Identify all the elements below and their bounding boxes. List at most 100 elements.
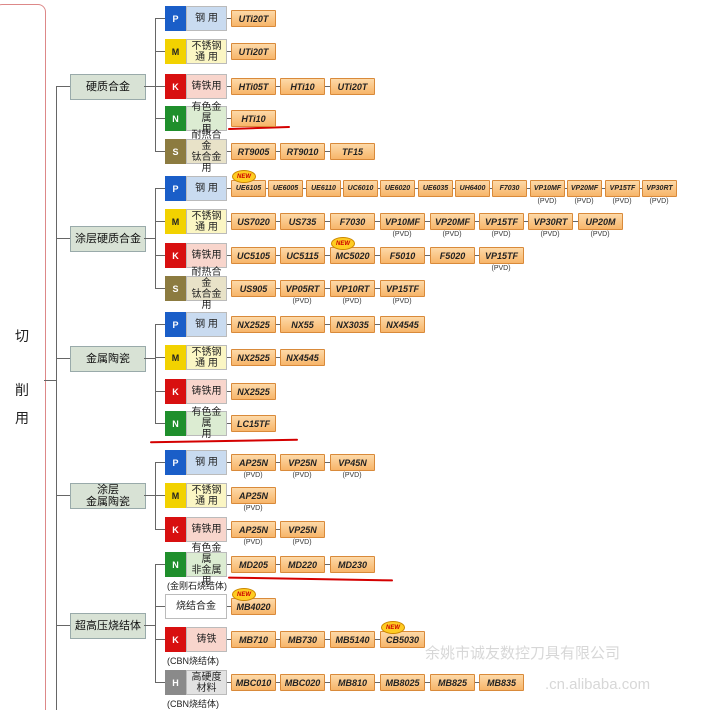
grade-connector bbox=[602, 188, 605, 189]
grade-chip: MB825 bbox=[430, 674, 475, 691]
root-char-2: 削 bbox=[15, 382, 29, 398]
grade-connector bbox=[266, 188, 268, 189]
row-connector bbox=[155, 118, 165, 119]
iso-code-N: N bbox=[165, 552, 186, 577]
grade-chip: F7030 bbox=[330, 213, 375, 230]
pvd-label: (PVD) bbox=[574, 198, 594, 205]
grade-connector bbox=[325, 564, 330, 565]
grade-chip: VP25N bbox=[280, 454, 325, 471]
category-box: 涂层硬质合金 bbox=[70, 226, 146, 252]
row-connector bbox=[155, 564, 165, 565]
grade-connector bbox=[276, 255, 280, 256]
row-connector bbox=[227, 151, 231, 152]
grade-connector bbox=[325, 682, 330, 683]
grade-connector bbox=[325, 221, 330, 222]
material-label: 钢 用 bbox=[186, 450, 227, 475]
grade-chip: US735 bbox=[280, 213, 325, 230]
row-connector bbox=[155, 86, 165, 87]
row-connector bbox=[227, 51, 231, 52]
grade-chip: AP25N bbox=[231, 454, 276, 471]
row-connector bbox=[227, 529, 231, 530]
grade-connector bbox=[276, 682, 280, 683]
row-connector bbox=[155, 682, 165, 683]
grade-chip: HTi10 bbox=[231, 110, 276, 127]
grade-chip: VP15TF bbox=[479, 247, 524, 264]
grade-chip: UP20M bbox=[578, 213, 623, 230]
pvd-label: (PVD) bbox=[442, 231, 462, 238]
grade-chip: AP25N bbox=[231, 487, 276, 504]
grade-connector bbox=[475, 682, 479, 683]
pvd-label: (PVD) bbox=[491, 265, 511, 272]
new-badge: NEW bbox=[331, 237, 355, 250]
grade-chip: NX2525 bbox=[231, 383, 276, 400]
grade-connector bbox=[341, 188, 343, 189]
grade-chip: UTi20T bbox=[231, 43, 276, 60]
pvd-label: (PVD) bbox=[243, 472, 263, 479]
grade-connector bbox=[325, 288, 330, 289]
row-connector bbox=[227, 606, 231, 607]
row-connector bbox=[155, 188, 165, 189]
grade-connector bbox=[375, 324, 380, 325]
grade-connector bbox=[276, 86, 280, 87]
category-box: 涂层 金属陶瓷 bbox=[70, 483, 146, 509]
row-connector bbox=[155, 18, 165, 19]
grade-connector bbox=[276, 324, 280, 325]
row-connector bbox=[227, 564, 231, 565]
pvd-label: (PVD) bbox=[540, 231, 560, 238]
grade-connector bbox=[453, 188, 455, 189]
grade-chip: F5020 bbox=[430, 247, 475, 264]
row-connector bbox=[227, 639, 231, 640]
grade-chip: US7020 bbox=[231, 213, 276, 230]
grade-chip: VP15TF bbox=[380, 280, 425, 297]
grade-connector bbox=[375, 221, 380, 222]
row-connector bbox=[155, 288, 165, 289]
row-connector bbox=[227, 682, 231, 683]
grade-chip: MB4020 bbox=[231, 598, 276, 615]
grade-connector bbox=[325, 324, 330, 325]
grade-connector bbox=[276, 221, 280, 222]
pvd-label: (PVD) bbox=[590, 231, 610, 238]
row-connector bbox=[227, 357, 231, 358]
category-connector bbox=[56, 86, 70, 87]
grade-chip: HTi10 bbox=[280, 78, 325, 95]
grade-chip: VP20MF bbox=[567, 180, 602, 197]
grade-connector bbox=[276, 151, 280, 152]
iso-code-P: P bbox=[165, 312, 186, 337]
pvd-label: (PVD) bbox=[612, 198, 632, 205]
grade-chip: MB710 bbox=[231, 631, 276, 648]
grade-chip: MB5140 bbox=[330, 631, 375, 648]
material-label: 耐热合金 钛合金用 bbox=[186, 130, 227, 174]
iso-code-N: N bbox=[165, 106, 186, 131]
pvd-label: (PVD) bbox=[292, 472, 312, 479]
grade-chip: UTi20T bbox=[330, 78, 375, 95]
pvd-label: (PVD) bbox=[292, 539, 312, 546]
grade-chip: VP10MF bbox=[380, 213, 425, 230]
grade-chip: MB835 bbox=[479, 674, 524, 691]
row-connector bbox=[155, 462, 165, 463]
grade-chip: MB810 bbox=[330, 674, 375, 691]
grade-connector bbox=[276, 288, 280, 289]
row-connector bbox=[227, 221, 231, 222]
material-label: 有色金属 非金属用 bbox=[186, 543, 227, 587]
grade-connector bbox=[425, 255, 430, 256]
grade-chip: MD230 bbox=[330, 556, 375, 573]
category-connector bbox=[56, 238, 70, 239]
material-label: 烧结合金 bbox=[165, 594, 227, 619]
iso-code-S: S bbox=[165, 139, 186, 164]
sub-trunk bbox=[155, 564, 156, 682]
grade-connector bbox=[475, 255, 479, 256]
pvd-label: (PVD) bbox=[243, 539, 263, 546]
root-connector bbox=[44, 380, 57, 381]
grade-chip: UC5115 bbox=[280, 247, 325, 264]
grade-connector bbox=[375, 255, 380, 256]
row-connector bbox=[227, 288, 231, 289]
pvd-label: (PVD) bbox=[342, 298, 362, 305]
red-underline-3 bbox=[227, 576, 394, 582]
grade-connector bbox=[490, 188, 492, 189]
row-connector bbox=[155, 51, 165, 52]
grade-connector bbox=[276, 639, 280, 640]
category-connector bbox=[56, 358, 70, 359]
grade-chip: VP30RT bbox=[528, 213, 573, 230]
grade-chip: VP05RT bbox=[280, 280, 325, 297]
category-connector bbox=[144, 358, 155, 359]
